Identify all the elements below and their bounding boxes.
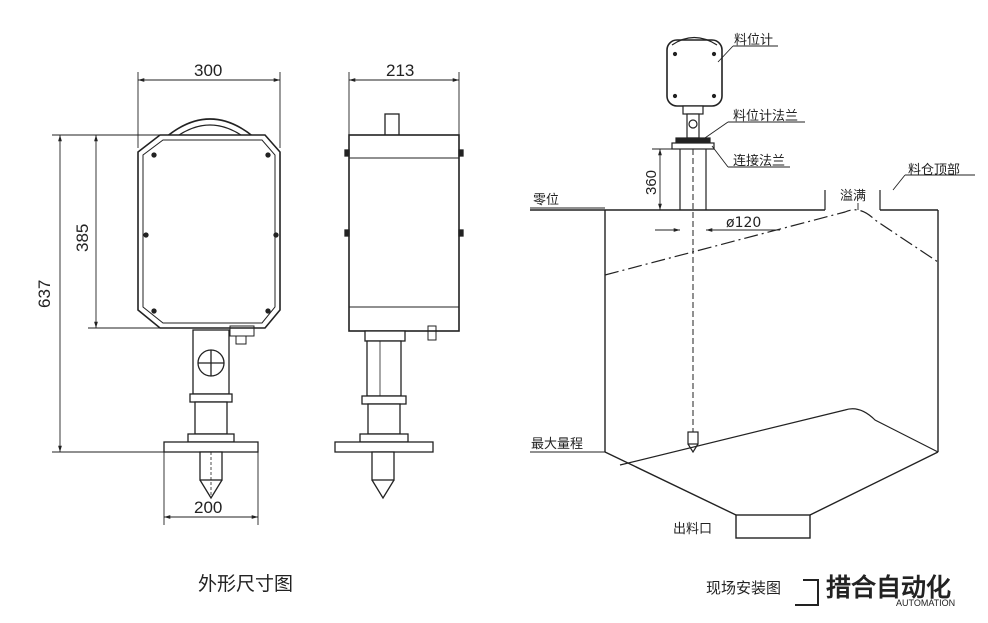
outline-caption: 外形尺寸图 (198, 573, 293, 595)
logo-en-text: AUTOMATION (896, 598, 955, 608)
install-caption: 现场安装图 (706, 579, 781, 597)
front-view (137, 118, 281, 500)
label-outlet: 出料口 (673, 522, 712, 537)
install-drawing (530, 36, 975, 539)
dim-300-label: 300 (194, 61, 222, 80)
side-view (334, 113, 464, 500)
label-gauge: 料位计 (734, 33, 773, 48)
dim-360-label: 360 (643, 170, 660, 195)
dim-200 (163, 452, 259, 525)
dim-637-label: 637 (35, 280, 54, 308)
label-silo-top: 料仓顶部 (908, 163, 960, 178)
label-zero: 零位 (533, 193, 559, 208)
dim-637 (52, 134, 164, 453)
dim-200-label: 200 (194, 498, 222, 517)
dim-213 (348, 72, 460, 135)
dim-213-label: 213 (386, 61, 414, 80)
dim-385 (88, 135, 160, 329)
label-max-range: 最大量程 (531, 437, 583, 452)
logo-cn-text: 措合自动化 (826, 573, 951, 602)
outline-drawing (52, 72, 464, 525)
brand-logo: 措合自动化 AUTOMATION (795, 573, 955, 608)
label-connect-flange: 连接法兰 (733, 153, 785, 169)
label-gauge-flange: 料位计法兰 (733, 109, 798, 124)
label-overflow: 溢满 (840, 189, 866, 204)
dim-385-label: 385 (73, 224, 92, 252)
dim-diameter-label: ø120 (726, 215, 761, 231)
